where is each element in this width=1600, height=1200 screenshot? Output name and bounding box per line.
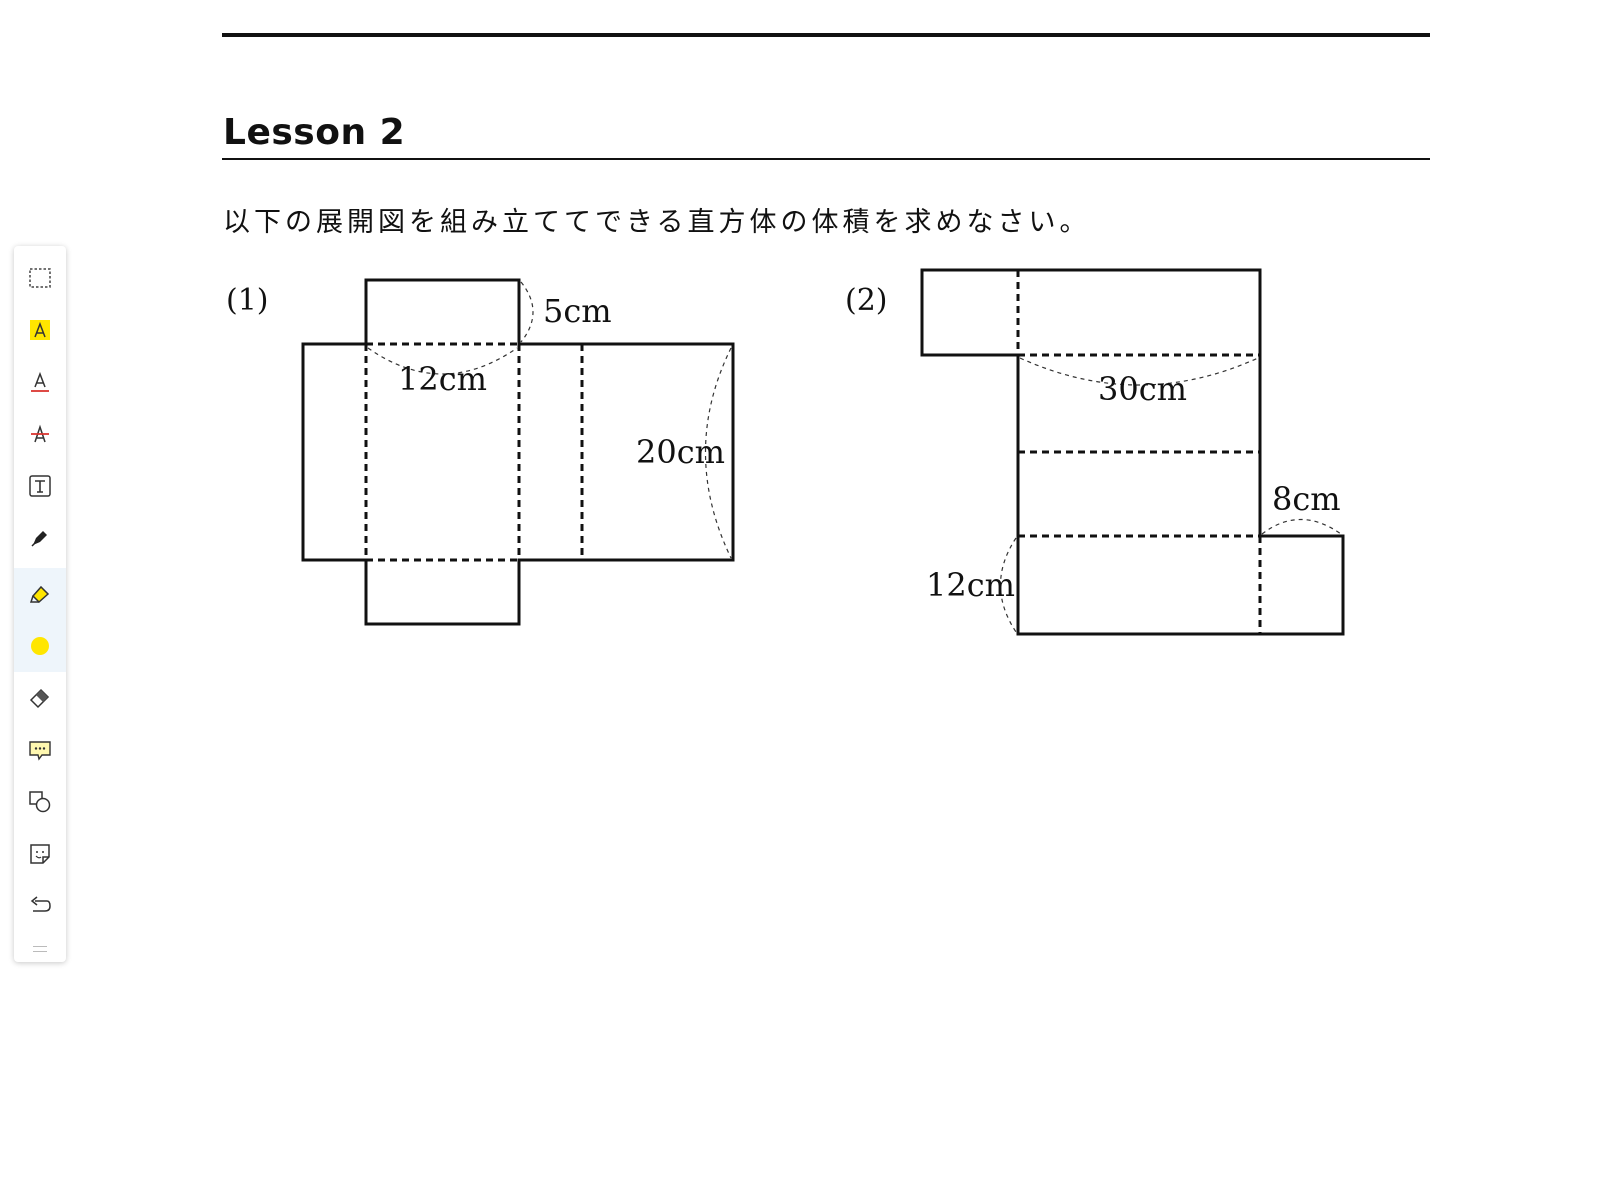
highlighter-tool[interactable] xyxy=(14,568,66,620)
shapes-icon xyxy=(29,791,51,813)
select-tool[interactable] xyxy=(14,252,66,304)
eraser-icon xyxy=(29,688,50,709)
pen-icon xyxy=(31,531,47,547)
problem-2-label: (2) xyxy=(845,283,888,318)
problem-1-label: (1) xyxy=(226,283,269,318)
lesson-title: Lesson 2 xyxy=(223,112,406,153)
toolbar-drag-handle[interactable] xyxy=(33,946,47,952)
dim-2-12cm: 12cm xyxy=(926,566,1015,604)
comment-tool[interactable] xyxy=(14,724,66,776)
pen-tool[interactable] xyxy=(14,512,66,564)
dim-1-12cm: 12cm xyxy=(398,360,487,398)
comment-icon xyxy=(29,741,51,761)
title-underline xyxy=(222,158,1430,160)
top-rule xyxy=(222,33,1430,37)
yellow-dot-icon xyxy=(31,637,49,655)
highlighter-icon xyxy=(29,585,50,604)
dim-2-8cm: 8cm xyxy=(1272,480,1341,518)
eraser-tool[interactable] xyxy=(14,672,66,724)
text-box-tool[interactable] xyxy=(14,460,66,512)
shapes-tool[interactable] xyxy=(14,776,66,828)
underline-tool[interactable] xyxy=(14,356,66,408)
sticker-icon xyxy=(30,844,50,864)
instruction-text: 以下の展開図を組み立ててできる直方体の体積を求めなさい。 xyxy=(223,207,1091,238)
undo-button[interactable] xyxy=(14,880,66,932)
highlight-text-tool[interactable] xyxy=(14,304,66,356)
net-diagram-1: (1) 5cm 12cm 20cm xyxy=(226,278,735,626)
highlighted-a-icon xyxy=(30,320,50,340)
net-diagram-2: (2) 30cm 8cm 12cm xyxy=(845,268,1345,636)
dashed-rectangle-icon xyxy=(29,268,51,288)
underlined-a-icon xyxy=(31,371,49,392)
sticker-tool[interactable] xyxy=(14,828,66,880)
color-picker[interactable] xyxy=(14,620,66,672)
strikethrough-tool[interactable] xyxy=(14,408,66,460)
dim-1-20cm: 20cm xyxy=(636,433,725,471)
dim-2-30cm: 30cm xyxy=(1098,370,1187,408)
strikethrough-a-icon xyxy=(31,424,49,443)
annotation-toolbar xyxy=(14,246,66,962)
undo-icon xyxy=(30,896,51,912)
text-box-icon xyxy=(29,475,51,497)
dim-1-5cm: 5cm xyxy=(543,292,612,330)
